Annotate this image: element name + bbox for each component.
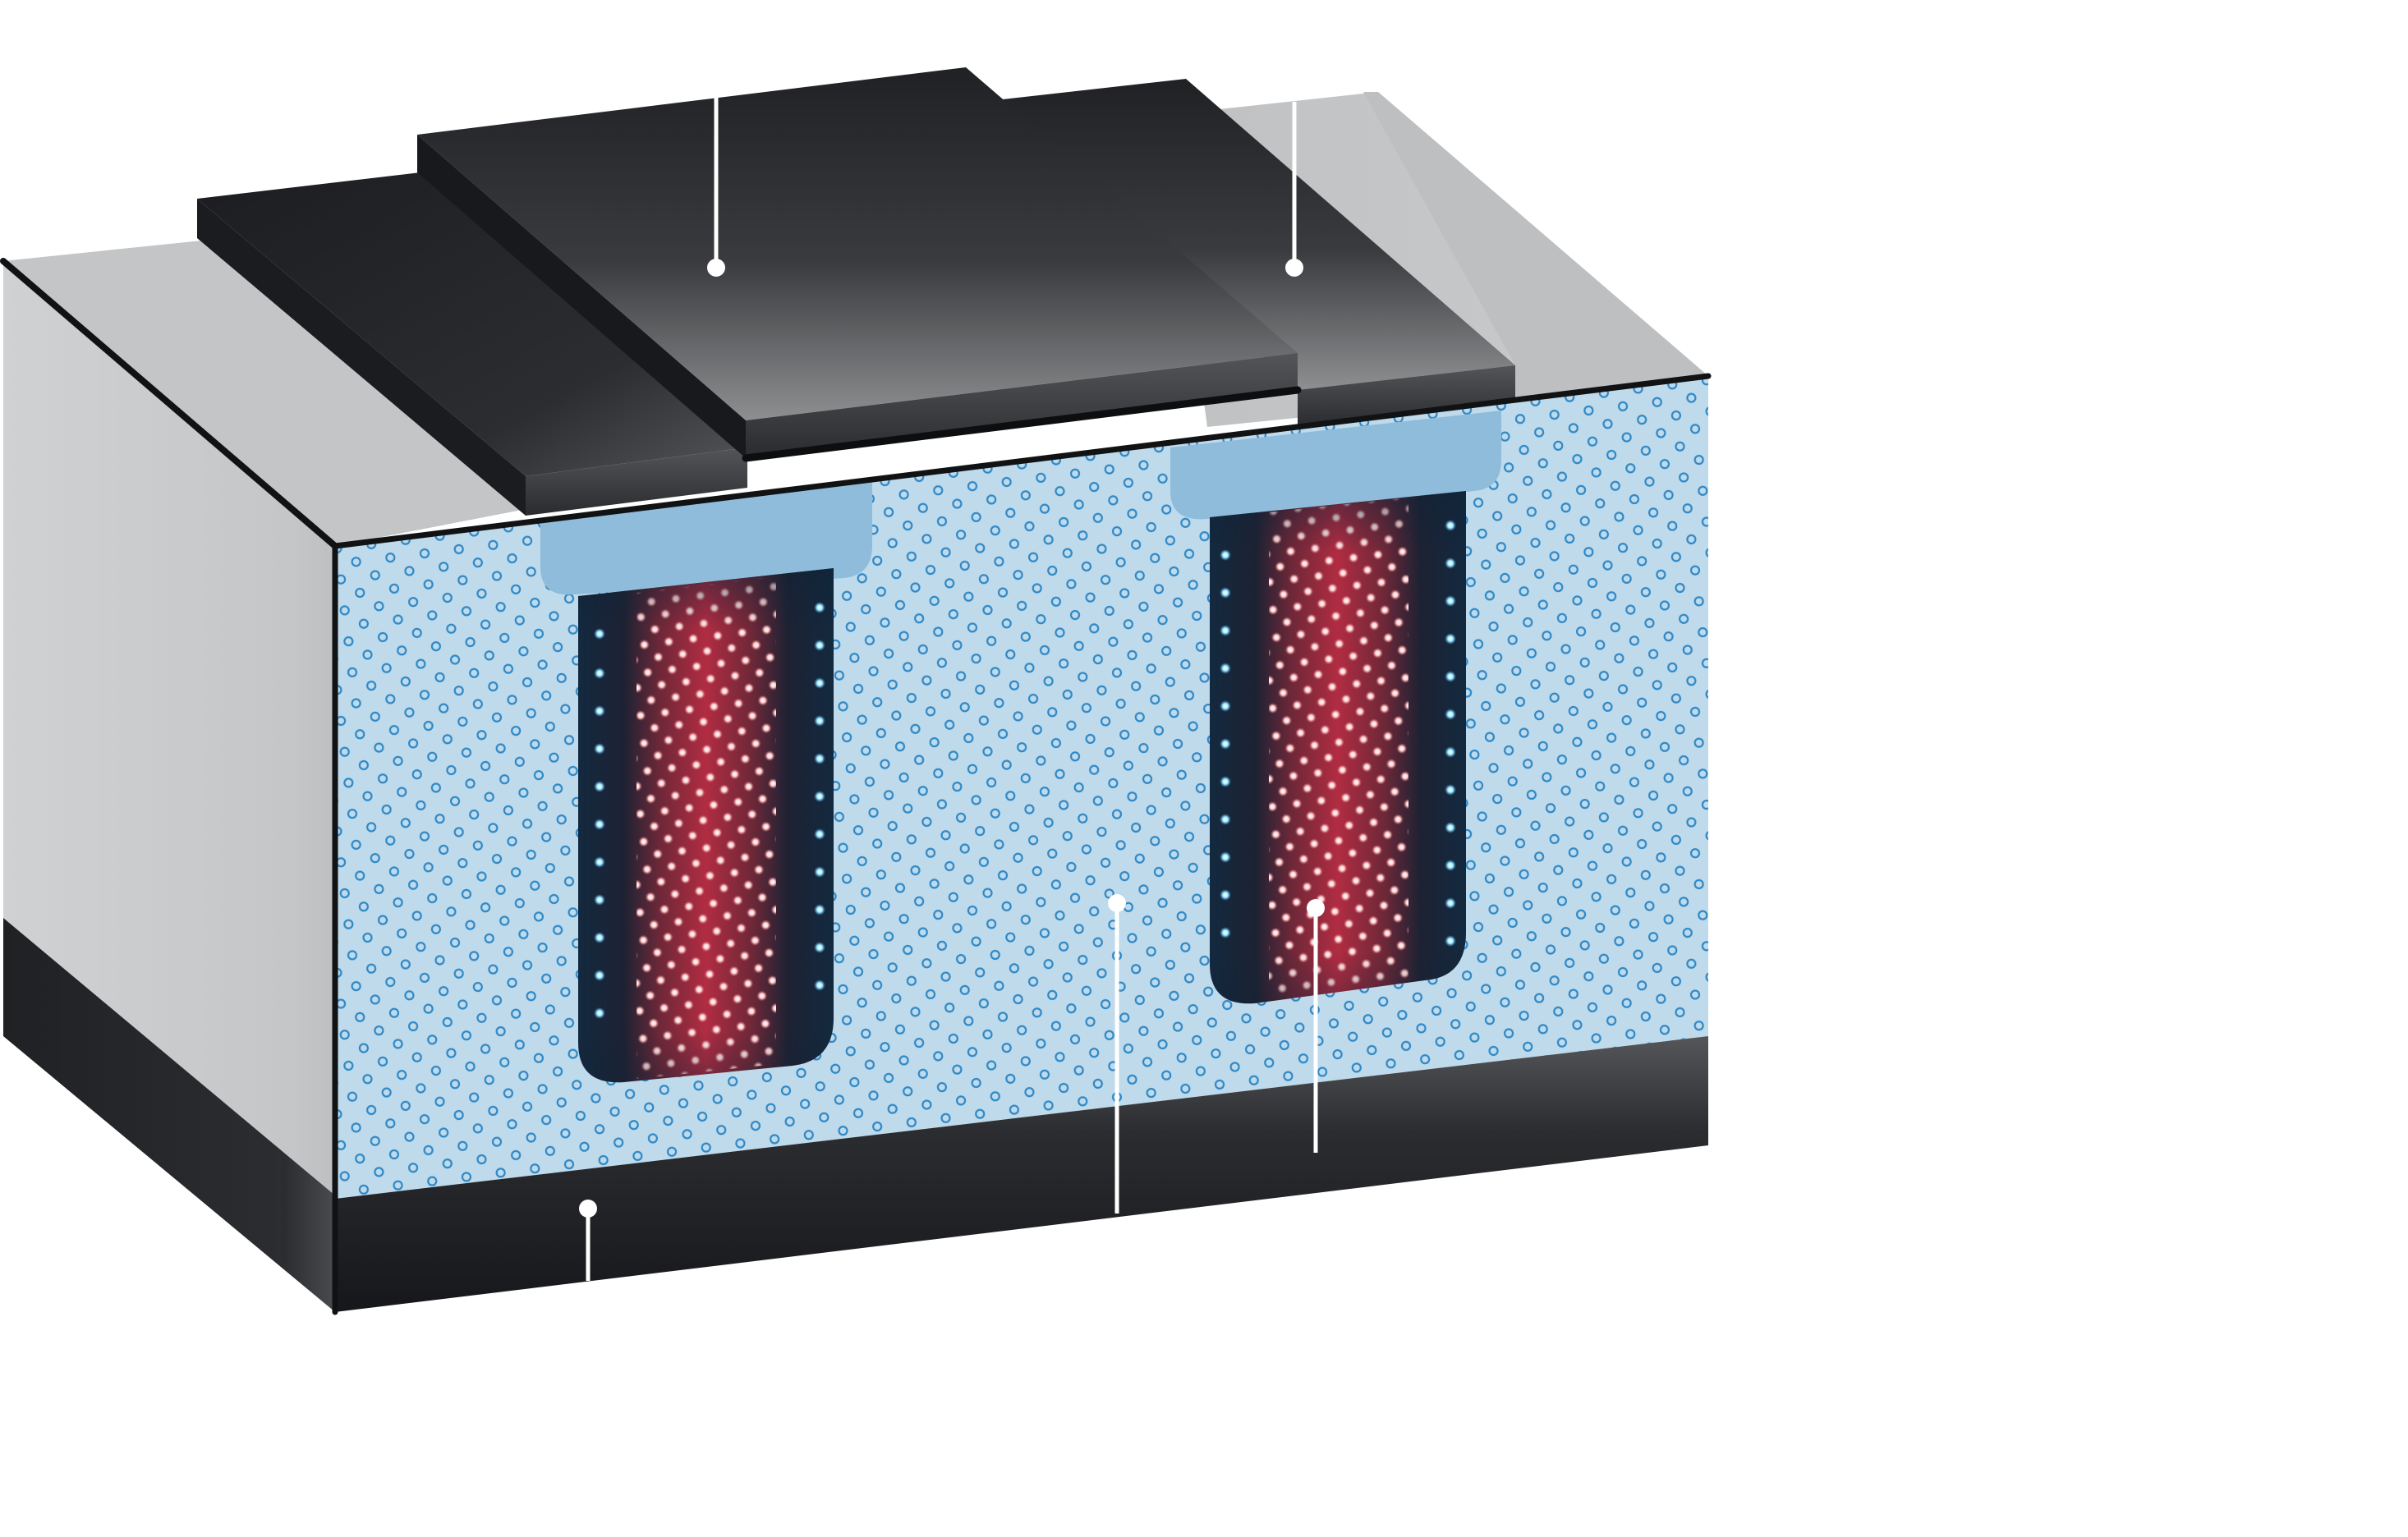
right-well-region: [1170, 411, 1501, 520]
leader-endpoint-icon: [579, 1200, 597, 1218]
leader-bottom-contact: [579, 1200, 597, 1281]
left-metal-pad-front: [526, 447, 747, 516]
cross-section: [335, 376, 1708, 1312]
outline-edges: [0, 258, 1712, 1315]
gate-edge-highlight: [742, 386, 1302, 462]
gate-side: [417, 135, 746, 458]
right-pillar: [1210, 491, 1466, 1004]
gate-front: [746, 353, 1298, 458]
leader-pillar: [1307, 899, 1325, 1153]
top-metal: [197, 67, 1515, 516]
leader-lines: [579, 97, 1325, 1281]
leader-endpoint-icon: [707, 259, 725, 277]
gate-top: [417, 67, 1298, 420]
left-pillar-shade: [578, 568, 834, 1083]
leader-top-left: [707, 97, 725, 277]
left-metal-pad-top: [197, 172, 747, 476]
right-pillar-shade: [1210, 491, 1466, 1004]
right-pillar-edge-dots: [1220, 520, 1456, 947]
left-metal-pad-side: [197, 199, 526, 516]
leader-endpoint-icon: [1108, 894, 1126, 912]
leader-top-right: [1285, 102, 1303, 277]
leader-substrate: [1108, 894, 1126, 1214]
right-metal-pad-top: [995, 79, 1515, 390]
left-pillar: [578, 568, 834, 1083]
leader-endpoint-icon: [1307, 899, 1325, 917]
casing-left-base: [3, 918, 335, 1312]
left-pillar-edge-dots: [594, 602, 825, 1019]
left-well-region: [540, 480, 872, 595]
casing-top-right-strip: [1363, 92, 1708, 397]
casing-top-left-strip: [3, 240, 526, 546]
right-metal-pad-front: [1298, 365, 1515, 427]
leader-endpoint-icon: [1285, 259, 1303, 277]
bottom-contact-layer: [335, 1036, 1708, 1312]
